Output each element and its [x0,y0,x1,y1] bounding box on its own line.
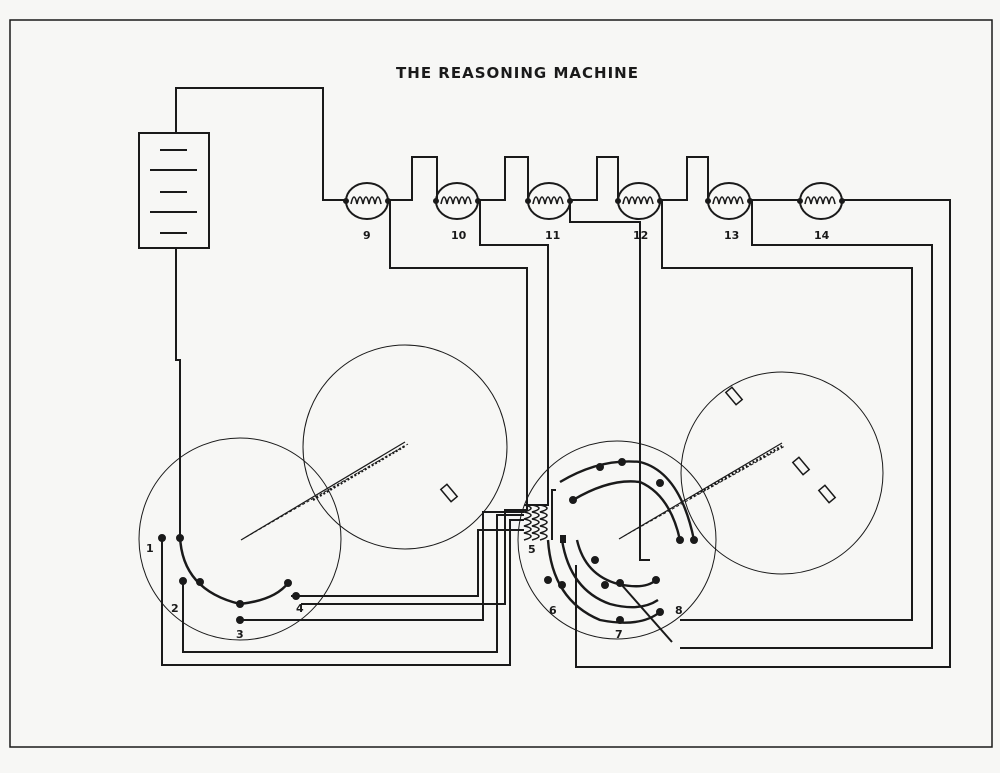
lamp-label-13: 13 [724,229,739,242]
wire-contact-3 [240,511,524,621]
rotary-switch-icon-left [138,344,508,641]
lamp-icon-13 [705,182,753,220]
lamp-chain-wire [388,156,800,201]
contact-label-8: 8 [675,604,683,617]
lamp-label-11: 11 [545,229,560,242]
contact-label-7: 7 [615,628,623,641]
wire-contact-2 [182,514,524,653]
rotary-switch-icon-center [517,371,884,643]
wire-lamp-11 [569,200,650,561]
wire-contact-1 [161,519,524,666]
contact-label-5: 5 [528,543,536,556]
outer-border [9,19,993,748]
contact-label-6: 6 [549,604,557,617]
wire-lamp-10 [479,200,549,506]
lamp-label-14: 14 [814,229,830,242]
contact-label-2: 2 [171,602,179,615]
lamp-label-9: 9 [363,229,371,242]
wire-lamp-14 [575,199,951,668]
wire-lamp-12 [661,200,913,621]
contact-label-1: 1 [146,542,154,555]
wire-battery-bottom [175,248,181,536]
right-dial-tabs [724,386,837,504]
wire-lamp-13 [680,200,933,649]
lamp-icon-10 [433,182,481,220]
wire-contact-4 [291,529,524,597]
lamp-icon-14 [797,182,845,220]
lamp-label-10: 10 [451,229,467,242]
battery-icon [138,132,210,249]
wire-lamp-9 [301,200,528,605]
wire-battery-top [175,87,345,201]
diagram-title: THE REASONING MACHINE [396,64,639,82]
lamp-icon-11 [525,182,573,220]
lamp-icon-9 [343,182,391,220]
lamp-label-12: 12 [633,229,648,242]
lamp-icon-12 [615,182,663,220]
contact-label-4: 4 [296,602,304,615]
contact-label-3: 3 [236,628,244,641]
